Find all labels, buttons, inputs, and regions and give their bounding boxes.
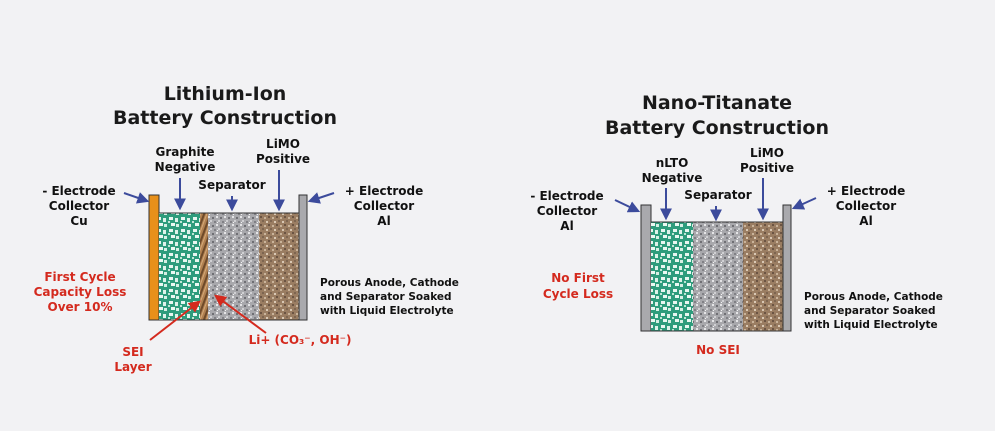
nano-titanate-porous-note-2: and Separator Soaked: [804, 305, 936, 317]
nano-titanate-neg-collector-label-3: Al: [560, 219, 573, 233]
li-ion-pos-collector-label-1: + Electrode: [345, 184, 423, 198]
li-ion-graphite-anode: [159, 213, 200, 320]
li-ion-sei-layer: [200, 213, 208, 320]
li-ion-pos-collector-label-2: Collector: [354, 199, 415, 213]
li-ion-porous-note-2: and Separator Soaked: [320, 291, 452, 303]
nano-titanate-separator: [693, 222, 743, 331]
nano-titanate-neg-aluminum-collector: [640, 204, 652, 332]
nano-titanate-porous-note-1: Porous Anode, Cathode: [804, 291, 943, 303]
li-ion-neg-collector-label-2: Collector: [49, 199, 110, 213]
li-ion-red-note-3: Over 10%: [48, 300, 113, 314]
nano-titanate-neg-collector-label-2: Collector: [537, 204, 598, 218]
li-ion-li-label: Li+ (CO₃⁻, OH⁻): [249, 333, 352, 347]
nano-titanate-title-line2: Battery Construction: [605, 117, 829, 139]
li-ion-neg-collector-label-1: - Electrode: [42, 184, 115, 198]
li-ion-title-line2: Battery Construction: [113, 107, 337, 129]
nano-titanate-limo-cathode: [743, 222, 783, 331]
li-ion-porous-note-3: with Liquid Electrolyte: [320, 305, 454, 317]
nano-titanate-neg-collector-label-1: - Electrode: [530, 189, 603, 203]
li-ion-sei-label-1: SEI: [122, 345, 143, 359]
nano-titanate-neg-collector-arrow: [614, 199, 641, 213]
nano-titanate-positive-label-2: Positive: [740, 161, 794, 175]
nano-titanate-pos-collector-arrow: [791, 197, 817, 210]
nano-titanate-pos-collector-label-1: + Electrode: [827, 184, 905, 198]
nano-titanate-red-note-2: Cycle Loss: [543, 287, 613, 301]
li-ion-negative-label-2: Negative: [155, 160, 216, 174]
li-ion-sei-arrow: [149, 300, 201, 341]
nano-titanate-red-note-1: No First: [551, 271, 605, 285]
li-ion-pos-collector-arrow: [307, 192, 335, 204]
li-ion-porous-note-1: Porous Anode, Cathode: [320, 277, 459, 289]
nano-titanate-pos-collector-label-3: Al: [859, 214, 872, 228]
li-ion-pos-collector-label-3: Al: [377, 214, 390, 228]
nano-titanate-pos-collector-label-2: Collector: [836, 199, 897, 213]
nano-titanate-panel: Nano-Titanate Battery Construction - Ele…: [530, 92, 943, 357]
nano-titanate-no-sei-label: No SEI: [696, 343, 740, 357]
li-ion-negative-label-1: Graphite: [156, 145, 215, 159]
li-ion-positive-label-1: LiMO: [266, 137, 300, 151]
li-ion-red-note-1: First Cycle: [44, 270, 115, 284]
nano-titanate-pos-aluminum-collector: [782, 204, 792, 332]
li-ion-neg-collector-arrow: [123, 192, 150, 204]
li-ion-li-arrow: [214, 294, 267, 334]
nano-titanate-negative-label-1: nLTO: [656, 156, 689, 170]
nano-titanate-title-line1: Nano-Titanate: [642, 92, 792, 114]
li-ion-copper-collector: [148, 194, 160, 321]
nano-titanate-negative-label-2: Negative: [642, 171, 703, 185]
li-ion-red-note-2: Capacity Loss: [34, 285, 127, 299]
nano-titanate-positive-label-1: LiMO: [750, 146, 784, 160]
li-ion-limo-cathode: [259, 213, 299, 320]
li-ion-separator: [208, 213, 259, 320]
nano-titanate-porous-note-3: with Liquid Electrolyte: [804, 319, 938, 331]
li-ion-positive-label-2: Positive: [256, 152, 310, 166]
nano-titanate-nlto-anode: [651, 222, 693, 331]
nano-titanate-separator-label: Separator: [684, 188, 751, 202]
li-ion-separator-label: Separator: [198, 178, 265, 192]
li-ion-aluminum-collector: [298, 194, 308, 321]
li-ion-sei-label-2: Layer: [114, 360, 151, 374]
li-ion-title-line1: Lithium-Ion: [164, 83, 287, 105]
li-ion-panel: Lithium-Ion Battery Construction - Elect…: [34, 83, 459, 374]
li-ion-neg-collector-label-3: Cu: [70, 214, 87, 228]
